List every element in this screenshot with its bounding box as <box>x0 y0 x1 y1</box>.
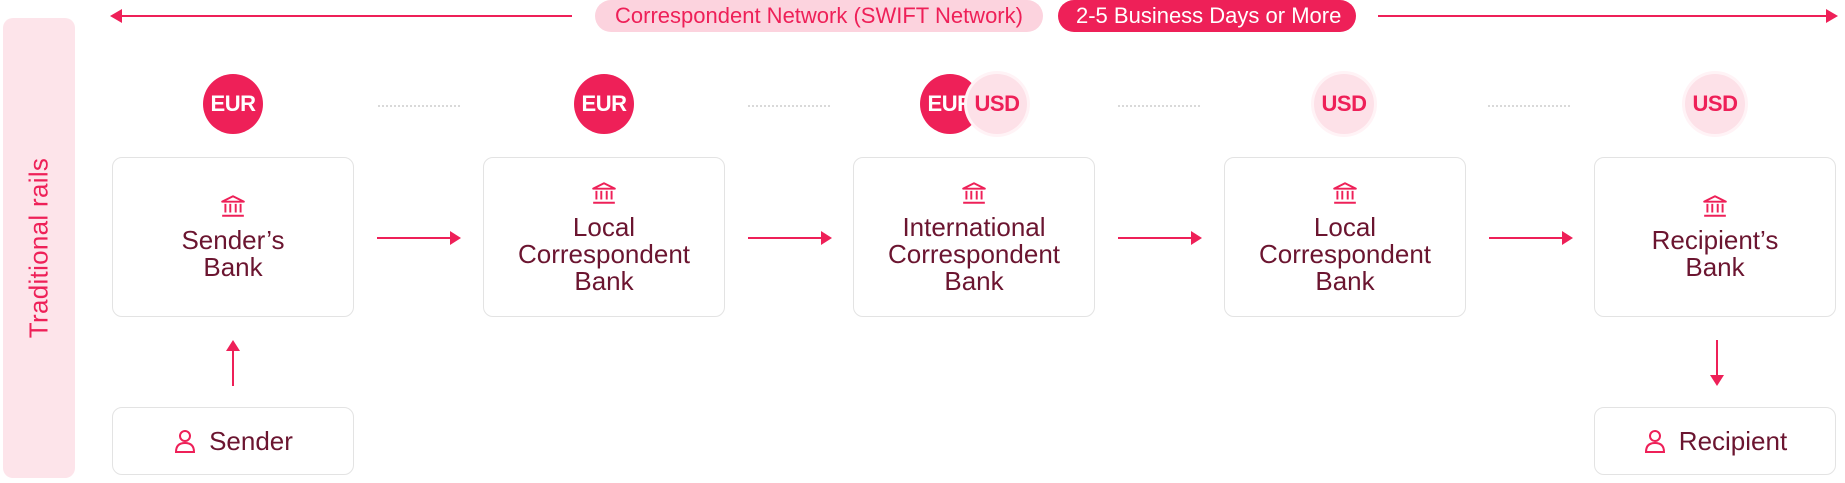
flow-arrow <box>377 231 461 245</box>
flow-arrow <box>748 231 832 245</box>
sender-label: Sender <box>209 425 293 456</box>
network-pill: Correspondent Network (SWIFT Network) <box>595 0 1043 32</box>
bank-icon <box>1703 195 1727 217</box>
currency-coin-eur: EUR <box>574 74 634 134</box>
currency-coin-eur: EUR <box>920 74 980 134</box>
flow-arrow <box>1118 231 1202 245</box>
currency-coin-usd: USD <box>967 74 1027 134</box>
currency-coin-usd: USD <box>1314 74 1374 134</box>
side-label: Traditional rails <box>23 157 54 339</box>
currency-coin-usd: USD <box>1685 74 1745 134</box>
bank-icon <box>592 181 616 204</box>
timeline-left-arrowhead <box>110 9 122 23</box>
person-icon <box>175 430 196 453</box>
timeline-right-line <box>1378 15 1826 17</box>
dotted-connector <box>1118 105 1200 107</box>
bank-icon <box>962 181 986 204</box>
dotted-connector <box>378 105 460 107</box>
timeline-right-arrowhead <box>1826 9 1838 23</box>
timeline-left-line <box>118 15 572 17</box>
dotted-connector <box>748 105 830 107</box>
recipient-card: Recipient <box>1594 407 1836 475</box>
recipient-label: Recipient <box>1678 425 1788 456</box>
person-icon <box>1644 430 1665 453</box>
side-band <box>3 18 75 478</box>
duration-pill: 2-5 Business Days or More <box>1058 0 1356 32</box>
sender-card: Sender <box>112 407 354 475</box>
bank-icon <box>1333 181 1357 204</box>
dotted-connector <box>1488 105 1570 107</box>
bank-icon <box>221 195 245 217</box>
flow-arrow <box>1489 231 1573 245</box>
currency-coin-eur: EUR <box>203 74 263 134</box>
